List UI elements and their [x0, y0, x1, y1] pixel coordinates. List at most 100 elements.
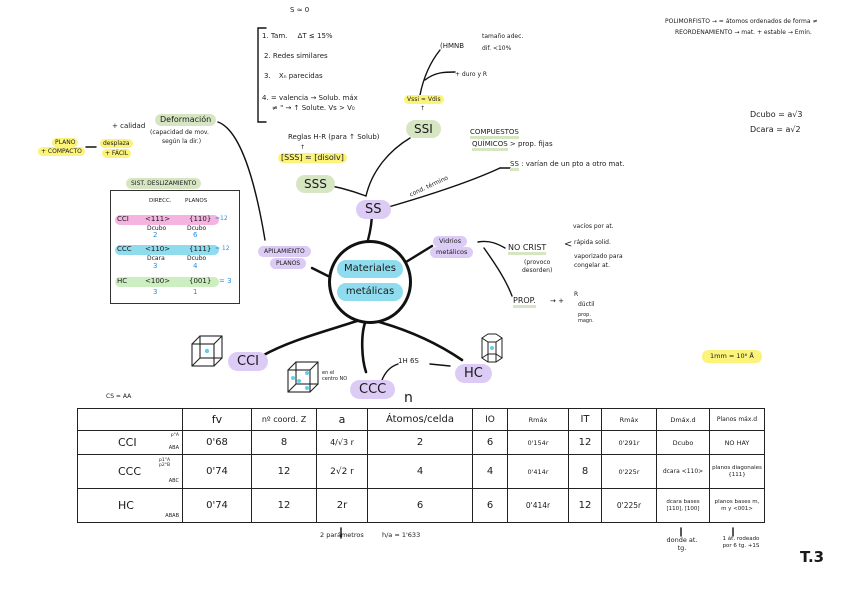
- list-item-4: 4. = valencia → Solub. máx: [262, 94, 358, 103]
- slip-row-dir-sub: Dcubo: [147, 225, 167, 232]
- slip-row-dir-n: 3: [153, 262, 158, 270]
- cci-cube-icon: [191, 335, 223, 367]
- slip-row-plane-n: 4: [193, 262, 198, 270]
- row-stacking-sup: p°A: [170, 433, 179, 438]
- sss-rule: Reglas H-R (para ↑ Solub): [288, 133, 380, 141]
- hmnb-branch-3: + duro y R: [455, 71, 488, 78]
- slip-row-dir-sub: Dcara: [147, 255, 165, 262]
- slip-row-total: =12: [215, 215, 228, 222]
- quimicos-text: QUÍMICOS: [472, 140, 508, 151]
- table-row: CCC ABC p1°A p2°B 0'74 12 2√2 r 4 4 0'41…: [77, 454, 765, 489]
- list-text: Xₙ parecidas: [278, 72, 323, 80]
- branch-apilamiento: [310, 266, 330, 278]
- ssi-node: SSI: [406, 120, 441, 138]
- slip-row-plane: {110}: [189, 215, 212, 223]
- list-text: Redes similares: [272, 52, 328, 60]
- lat-note: 1 át. rodeado por 6 tg. +1S: [722, 536, 760, 549]
- hc-node: HC: [455, 364, 492, 383]
- prop-item-r: R: [574, 291, 579, 298]
- plano-line1: PLANO: [52, 138, 79, 147]
- table-cell: 0'414r: [507, 454, 569, 489]
- unit-note: 1mm = 10⁶ Å: [702, 350, 762, 363]
- reordenamiento-note: REORDENAMIENTO → mat. + estable → Emín.: [675, 29, 812, 36]
- list-num: 4.: [262, 94, 269, 102]
- vidrios-line1: Vidrios: [433, 236, 468, 247]
- list-item-4-line2: ≠ " → ↑ Solute. Vs > V₀: [272, 104, 355, 112]
- table-cell: Dcubo: [656, 430, 710, 455]
- table-cell: 0'74: [182, 454, 252, 489]
- table-header: Átomos/celda: [367, 408, 473, 431]
- table-cell: NO HAY: [709, 430, 765, 455]
- compuestos-line2: QUÍMICOS > prop. fijas: [472, 140, 553, 151]
- dcubo-formula: Dcubo = a√3: [750, 110, 803, 119]
- desplaza-line1: desplaza: [100, 139, 133, 148]
- table-cell: 2√2 r: [316, 454, 368, 489]
- hc-note-arrow: [429, 363, 451, 367]
- vidrios-to-nocrist: [477, 240, 506, 249]
- slip-row-plane: {111}: [189, 245, 212, 253]
- table-cell: 0'68: [182, 430, 252, 455]
- hmnb-branch: [424, 71, 456, 81]
- nocrist-branch-2: rápida solid.: [574, 239, 611, 246]
- row-stacking: ABC: [168, 478, 179, 484]
- slip-row-name: CCI: [117, 215, 129, 223]
- sss-node: SSS: [296, 175, 335, 193]
- compuestos-suffix: > prop. fijas: [509, 140, 553, 148]
- slip-row-cci-band: [115, 215, 219, 225]
- table-cell: 0'414r: [507, 488, 569, 523]
- branch-ccc: [360, 318, 368, 374]
- table-header: Rmáx: [507, 408, 569, 431]
- list-num: 2.: [264, 52, 271, 60]
- table-cell: 12: [568, 488, 602, 523]
- nocrist-branch-1: vacíos por at.: [573, 223, 614, 230]
- row-name-text: CCI: [118, 436, 137, 449]
- table-header: fv: [182, 408, 252, 431]
- ssi-highlight: Vssi ≈ Vdis: [404, 95, 444, 104]
- row-stacking: ABAB: [165, 513, 179, 519]
- table-cell: 2: [367, 430, 473, 455]
- compuestos-line1: COMPUESTOS: [470, 128, 519, 139]
- slip-system-title: SIST. DESLIZAMIENTO: [126, 178, 202, 189]
- cci-node: CCI: [228, 352, 268, 371]
- table-row-name: CCC ABC p1°A p2°B: [77, 454, 183, 489]
- hmnb-branch-1: tamaño adec.: [482, 33, 524, 40]
- hmnb-branch-2: dif. <10%: [482, 45, 512, 52]
- sss-rule-arrow: ↑: [300, 144, 306, 151]
- table-cell: 6: [367, 488, 473, 523]
- prop-arrow: → +: [550, 297, 564, 305]
- slip-row-plane-sub: Dcubo: [187, 225, 207, 232]
- ss-to-note: [384, 167, 501, 209]
- table-cell: planos diagonales {111}: [709, 454, 765, 489]
- branch-cci: [260, 318, 362, 358]
- table-cell: planos bases m, m y <001>: [709, 488, 765, 523]
- center-topic-line2: metálicas: [337, 283, 403, 301]
- table-row: CCI ABA p°A 0'68 8 4/√3 r 2 6 0'154r 12 …: [77, 430, 765, 455]
- table-cell: 0'291r: [601, 430, 657, 455]
- ccc-cube-icon: [287, 361, 319, 393]
- ratio-note: h/a = 1'633: [382, 531, 421, 539]
- slip-row-plane-n: 6: [193, 231, 198, 239]
- slip-row-dir-n: 2: [153, 231, 158, 239]
- apilamiento-line1: APILAMIENTO: [258, 246, 311, 257]
- slip-row-ccc-band: [115, 245, 219, 255]
- table-cell: 12: [251, 454, 317, 489]
- nocrist-text: NO CRIST: [508, 243, 547, 255]
- slip-row-total: = 12: [215, 245, 230, 252]
- list-item-2: 2. Redes similares: [264, 52, 328, 61]
- slip-row-plane-sub: Dcubo: [187, 255, 207, 262]
- donde-note: donde at. tg.: [666, 536, 698, 552]
- compuestos-text: COMPUESTOS: [470, 128, 519, 139]
- table-cell: 12: [251, 488, 317, 523]
- center-topic: Materiales metálicas: [328, 240, 412, 324]
- slip-row-name: CCC: [117, 245, 132, 253]
- vidrios-line2: metálicos: [430, 247, 474, 258]
- slip-col-planes: PLANOS: [185, 198, 208, 204]
- properties-table: fv nº coord. Z a Átomos/celda IO Rmáx IT…: [77, 408, 765, 523]
- table-header: nº coord. Z: [251, 408, 317, 431]
- table-cell: 4: [472, 454, 508, 489]
- slip-row-dir: <100>: [145, 277, 171, 285]
- nocrist-label: NO CRIST: [508, 243, 547, 255]
- sss-eq: [SSS] ≈ [disolv]: [278, 153, 347, 163]
- table-cell: 4: [367, 454, 473, 489]
- prop-label: PROP.: [513, 296, 536, 308]
